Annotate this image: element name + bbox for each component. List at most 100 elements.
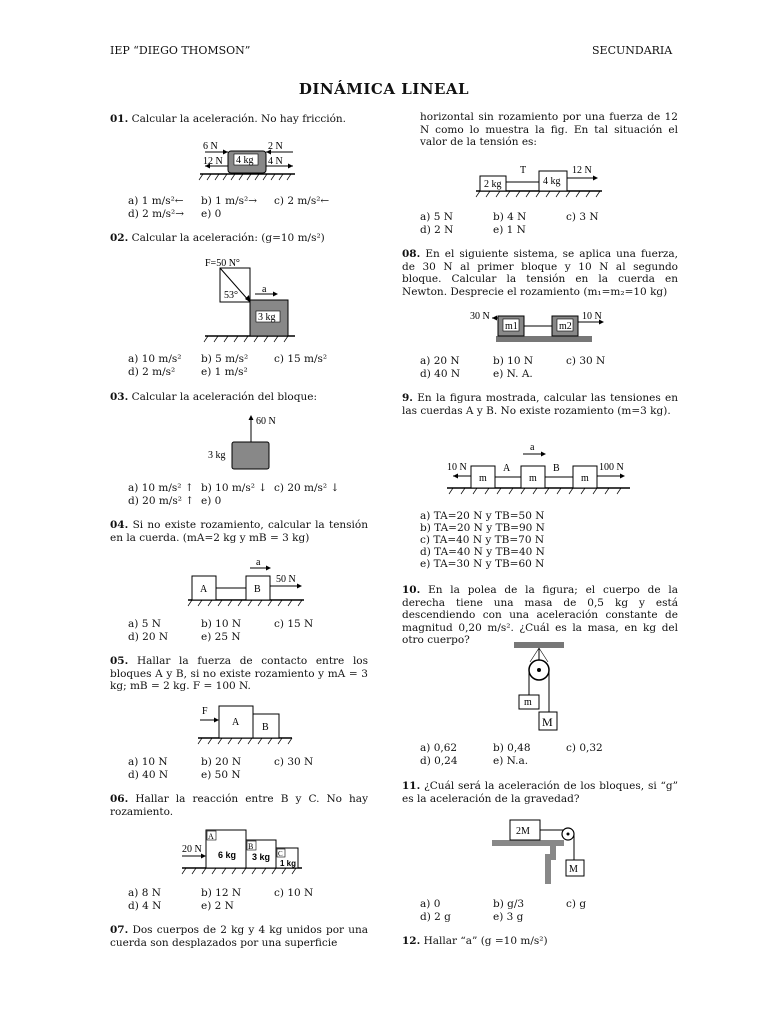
question-text: Calcular la aceleración del bloque:	[131, 391, 317, 403]
option-c[interactable]: c) 2 m/s²←	[274, 195, 330, 207]
option-b[interactable]: b) 0,48	[493, 742, 531, 754]
block-m-label: M	[569, 864, 578, 875]
option-b[interactable]: b) 10 m/s² ↓	[201, 482, 268, 494]
option-c[interactable]: c) 15 N	[274, 618, 314, 630]
options-q11: a) 0 b) g/3 c) g d) 2 g e) 3 g	[420, 898, 639, 923]
question-07-continued: horizontal sin rozamiento por una fuerza…	[420, 111, 678, 149]
level-label: SECUNDARIA	[592, 44, 673, 57]
option-a[interactable]: a) 5 N	[128, 618, 161, 630]
block-1-label: m	[479, 473, 487, 484]
block-1-label: m1	[505, 321, 518, 332]
option-b[interactable]: b) 10 N	[493, 355, 534, 367]
figure-q9: a 10 N m A m B m 100 N	[447, 442, 630, 495]
block-c-mass: 1 kg	[280, 859, 296, 868]
options-q1: a) 1 m/s²← b) 1 m/s²→ c) 2 m/s²← d) 2 m/…	[128, 195, 347, 220]
question-number: 9.	[402, 392, 413, 404]
question-number: 10.	[402, 584, 421, 596]
option-e[interactable]: e) 50 N	[201, 768, 241, 781]
options-q6: a) 8 N b) 12 N c) 10 N d) 4 N e) 2 N	[128, 887, 347, 912]
option-d[interactable]: d) 40 N	[128, 768, 169, 781]
mass-label: 3 kg	[208, 450, 226, 461]
option-d[interactable]: d) 20 m/s² ↑	[128, 494, 195, 507]
option-a[interactable]: a) 20 N	[420, 355, 460, 367]
question-05: 05. Hallar la fuerza de contacto entre l…	[110, 655, 368, 693]
option-c[interactable]: c) TA=40 N y TB=70 N	[420, 534, 545, 546]
options-q10: a) 0,62 b) 0,48 c) 0,32 d) 0,24 e) N.a.	[420, 742, 639, 767]
question-text: Calcular la aceleración: (g=10 m/s²)	[131, 232, 325, 244]
option-d[interactable]: d) 0,24	[420, 754, 458, 767]
option-e[interactable]: e) 2 N	[201, 899, 234, 912]
figure-q1: 4 kg 6 N 2 N 12 N 4 N	[198, 141, 295, 181]
option-e[interactable]: e) 1 N	[493, 223, 526, 236]
option-a[interactable]: a) 10 m/s²	[128, 353, 182, 365]
option-b[interactable]: b) 12 N	[201, 887, 242, 899]
force-label-1: 30 N	[470, 311, 490, 322]
option-d[interactable]: d) 2 N	[420, 223, 454, 236]
option-e[interactable]: e) 0	[201, 207, 222, 220]
option-a[interactable]: a) 10 N	[128, 756, 168, 768]
option-a[interactable]: a) 8 N	[128, 887, 161, 899]
option-c[interactable]: c) 20 m/s² ↓	[274, 482, 340, 494]
school-name: IEP “DIEGO THOMSON”	[110, 44, 251, 57]
accel-label: a	[256, 557, 261, 568]
option-d[interactable]: d) 2 g	[420, 910, 451, 923]
option-b[interactable]: b) 20 N	[201, 756, 242, 768]
option-e[interactable]: e) N. A.	[493, 367, 533, 380]
question-02: 02. Calcular la aceleración: (g=10 m/s²)	[110, 232, 368, 245]
option-d[interactable]: d) TA=40 N y TB=40 N	[420, 546, 545, 558]
question-number: 03.	[110, 391, 129, 403]
option-a[interactable]: a) TA=20 N y TB=50 N	[420, 510, 545, 522]
option-c[interactable]: c) 15 m/s²	[274, 353, 328, 365]
option-e[interactable]: e) TA=30 N y TB=60 N	[420, 558, 545, 570]
option-d[interactable]: d) 20 N	[128, 630, 169, 643]
option-d[interactable]: d) 2 m/s²→	[128, 207, 185, 220]
block-a-label: A	[232, 717, 240, 728]
option-e[interactable]: e) 0	[201, 494, 222, 507]
force-label: 60 N	[256, 416, 276, 427]
question-11: 11. ¿Cuál será la aceleración de los blo…	[402, 780, 678, 805]
question-number: 07.	[110, 924, 129, 936]
option-a[interactable]: a) 5 N	[420, 211, 453, 223]
question-03: 03. Calcular la aceleración del bloque:	[110, 391, 368, 404]
question-text: Calcular la aceleración. No hay fricción…	[131, 113, 346, 125]
option-c[interactable]: c) 30 N	[566, 355, 606, 367]
option-d[interactable]: d) 2 m/s²	[128, 365, 176, 378]
force-label: F=50 N°	[205, 258, 240, 269]
force-label-1: 10 N	[447, 462, 467, 473]
option-b[interactable]: b) 1 m/s²→	[201, 195, 258, 207]
force-label: 12 N	[572, 165, 592, 176]
option-e[interactable]: e) 3 g	[493, 910, 524, 923]
option-b[interactable]: b) 5 m/s²	[201, 353, 249, 365]
option-c[interactable]: c) 10 N	[274, 887, 314, 899]
option-d[interactable]: d) 4 N	[128, 899, 162, 912]
option-e[interactable]: e) N.a.	[493, 754, 529, 767]
block-3-label: m	[581, 473, 589, 484]
question-number: 04.	[110, 519, 129, 531]
force-label-2: 2 N	[268, 141, 283, 152]
question-number: 01.	[110, 113, 129, 125]
option-b[interactable]: b) 4 N	[493, 211, 527, 223]
force-label: 50 N	[276, 574, 296, 585]
option-a[interactable]: a) 10 m/s² ↑	[128, 482, 194, 494]
question-09: 9. En la figura mostrada, calcular las t…	[402, 392, 678, 417]
question-text: ¿Cuál será la aceleración de los bloques…	[402, 780, 679, 805]
option-b[interactable]: b) TA=20 N y TB=90 N	[420, 522, 545, 534]
block-a-label: A	[208, 832, 214, 841]
option-a[interactable]: a) 0,62	[420, 742, 458, 754]
rope-b-label: B	[553, 463, 560, 474]
option-c[interactable]: c) 3 N	[566, 211, 599, 223]
figure-q7: 2 kg T 4 kg 12 N	[475, 165, 602, 198]
option-c[interactable]: c) 30 N	[274, 756, 314, 768]
option-e[interactable]: e) 25 N	[201, 630, 241, 643]
option-e[interactable]: e) 1 m/s²	[201, 365, 248, 378]
option-a[interactable]: a) 1 m/s²←	[128, 195, 184, 207]
force-label-2: 100 N	[599, 462, 624, 473]
option-b[interactable]: b) 10 N	[201, 618, 242, 630]
option-c[interactable]: c) 0,32	[566, 742, 603, 754]
option-a[interactable]: a) 0	[420, 898, 441, 910]
option-c[interactable]: c) g	[566, 898, 587, 910]
option-d[interactable]: d) 40 N	[420, 367, 461, 380]
options-q2: a) 10 m/s² b) 5 m/s² c) 15 m/s² d) 2 m/s…	[128, 353, 347, 378]
block-2-label: 4 kg	[543, 176, 561, 187]
option-b[interactable]: b) g/3	[493, 898, 525, 910]
